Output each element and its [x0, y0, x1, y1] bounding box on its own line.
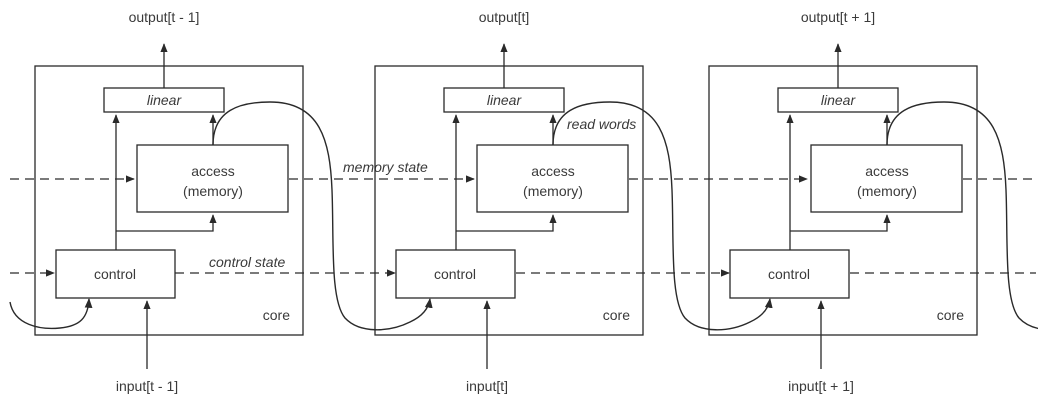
- memory-state-label: memory state: [343, 159, 428, 175]
- core-label: core: [937, 307, 964, 323]
- read-words-recurrent-curve: [552, 101, 773, 331]
- access-sublabel: (memory): [523, 183, 583, 199]
- access-box: [810, 144, 963, 213]
- core-box: [34, 65, 304, 336]
- control-state-label: control state: [209, 254, 285, 270]
- input-label: input[t + 1]: [788, 378, 854, 394]
- cell-t+1: output[t + 1] input[t + 1] linear access (me…: [708, 9, 1038, 394]
- linear-label: linear: [487, 92, 523, 108]
- control-label: control: [434, 266, 476, 282]
- read-words-label: read words: [567, 116, 636, 132]
- input-label: input[t - 1]: [116, 378, 178, 394]
- access-box: [476, 144, 629, 213]
- control-box: [395, 249, 516, 299]
- control-box: [55, 249, 176, 299]
- core-label: core: [603, 307, 630, 323]
- read-words-recurrent-curve: [212, 101, 433, 331]
- control-to-access-arrow: [790, 214, 891, 232]
- output-label: output[t + 1]: [801, 9, 875, 25]
- control-label: control: [94, 266, 136, 282]
- output-label: output[t]: [479, 9, 530, 25]
- linear-box: [777, 87, 899, 113]
- control-to-access-arrow: [456, 214, 557, 232]
- read-words-curve-incoming: [9, 298, 93, 330]
- access-box: [136, 144, 289, 213]
- access-label: access: [531, 163, 575, 179]
- access-label: access: [191, 163, 235, 179]
- output-label: output[t - 1]: [129, 9, 200, 25]
- core-label: core: [263, 307, 290, 323]
- linear-label: linear: [147, 92, 183, 108]
- cell-t: output[t] input[t] linear access (memory) con…: [374, 9, 773, 394]
- access-sublabel: (memory): [857, 183, 917, 199]
- access-sublabel: (memory): [183, 183, 243, 199]
- linear-label: linear: [821, 92, 857, 108]
- input-label: input[t]: [466, 378, 508, 394]
- control-box: [729, 249, 850, 299]
- control-to-access-arrow: [116, 214, 217, 232]
- read-words-recurrent-curve: [886, 101, 1038, 330]
- control-label: control: [768, 266, 810, 282]
- access-label: access: [865, 163, 909, 179]
- cell-t-1: output[t - 1] input[t - 1] linear access (me…: [34, 9, 433, 394]
- core-box: [708, 65, 978, 336]
- core-box: [374, 65, 644, 336]
